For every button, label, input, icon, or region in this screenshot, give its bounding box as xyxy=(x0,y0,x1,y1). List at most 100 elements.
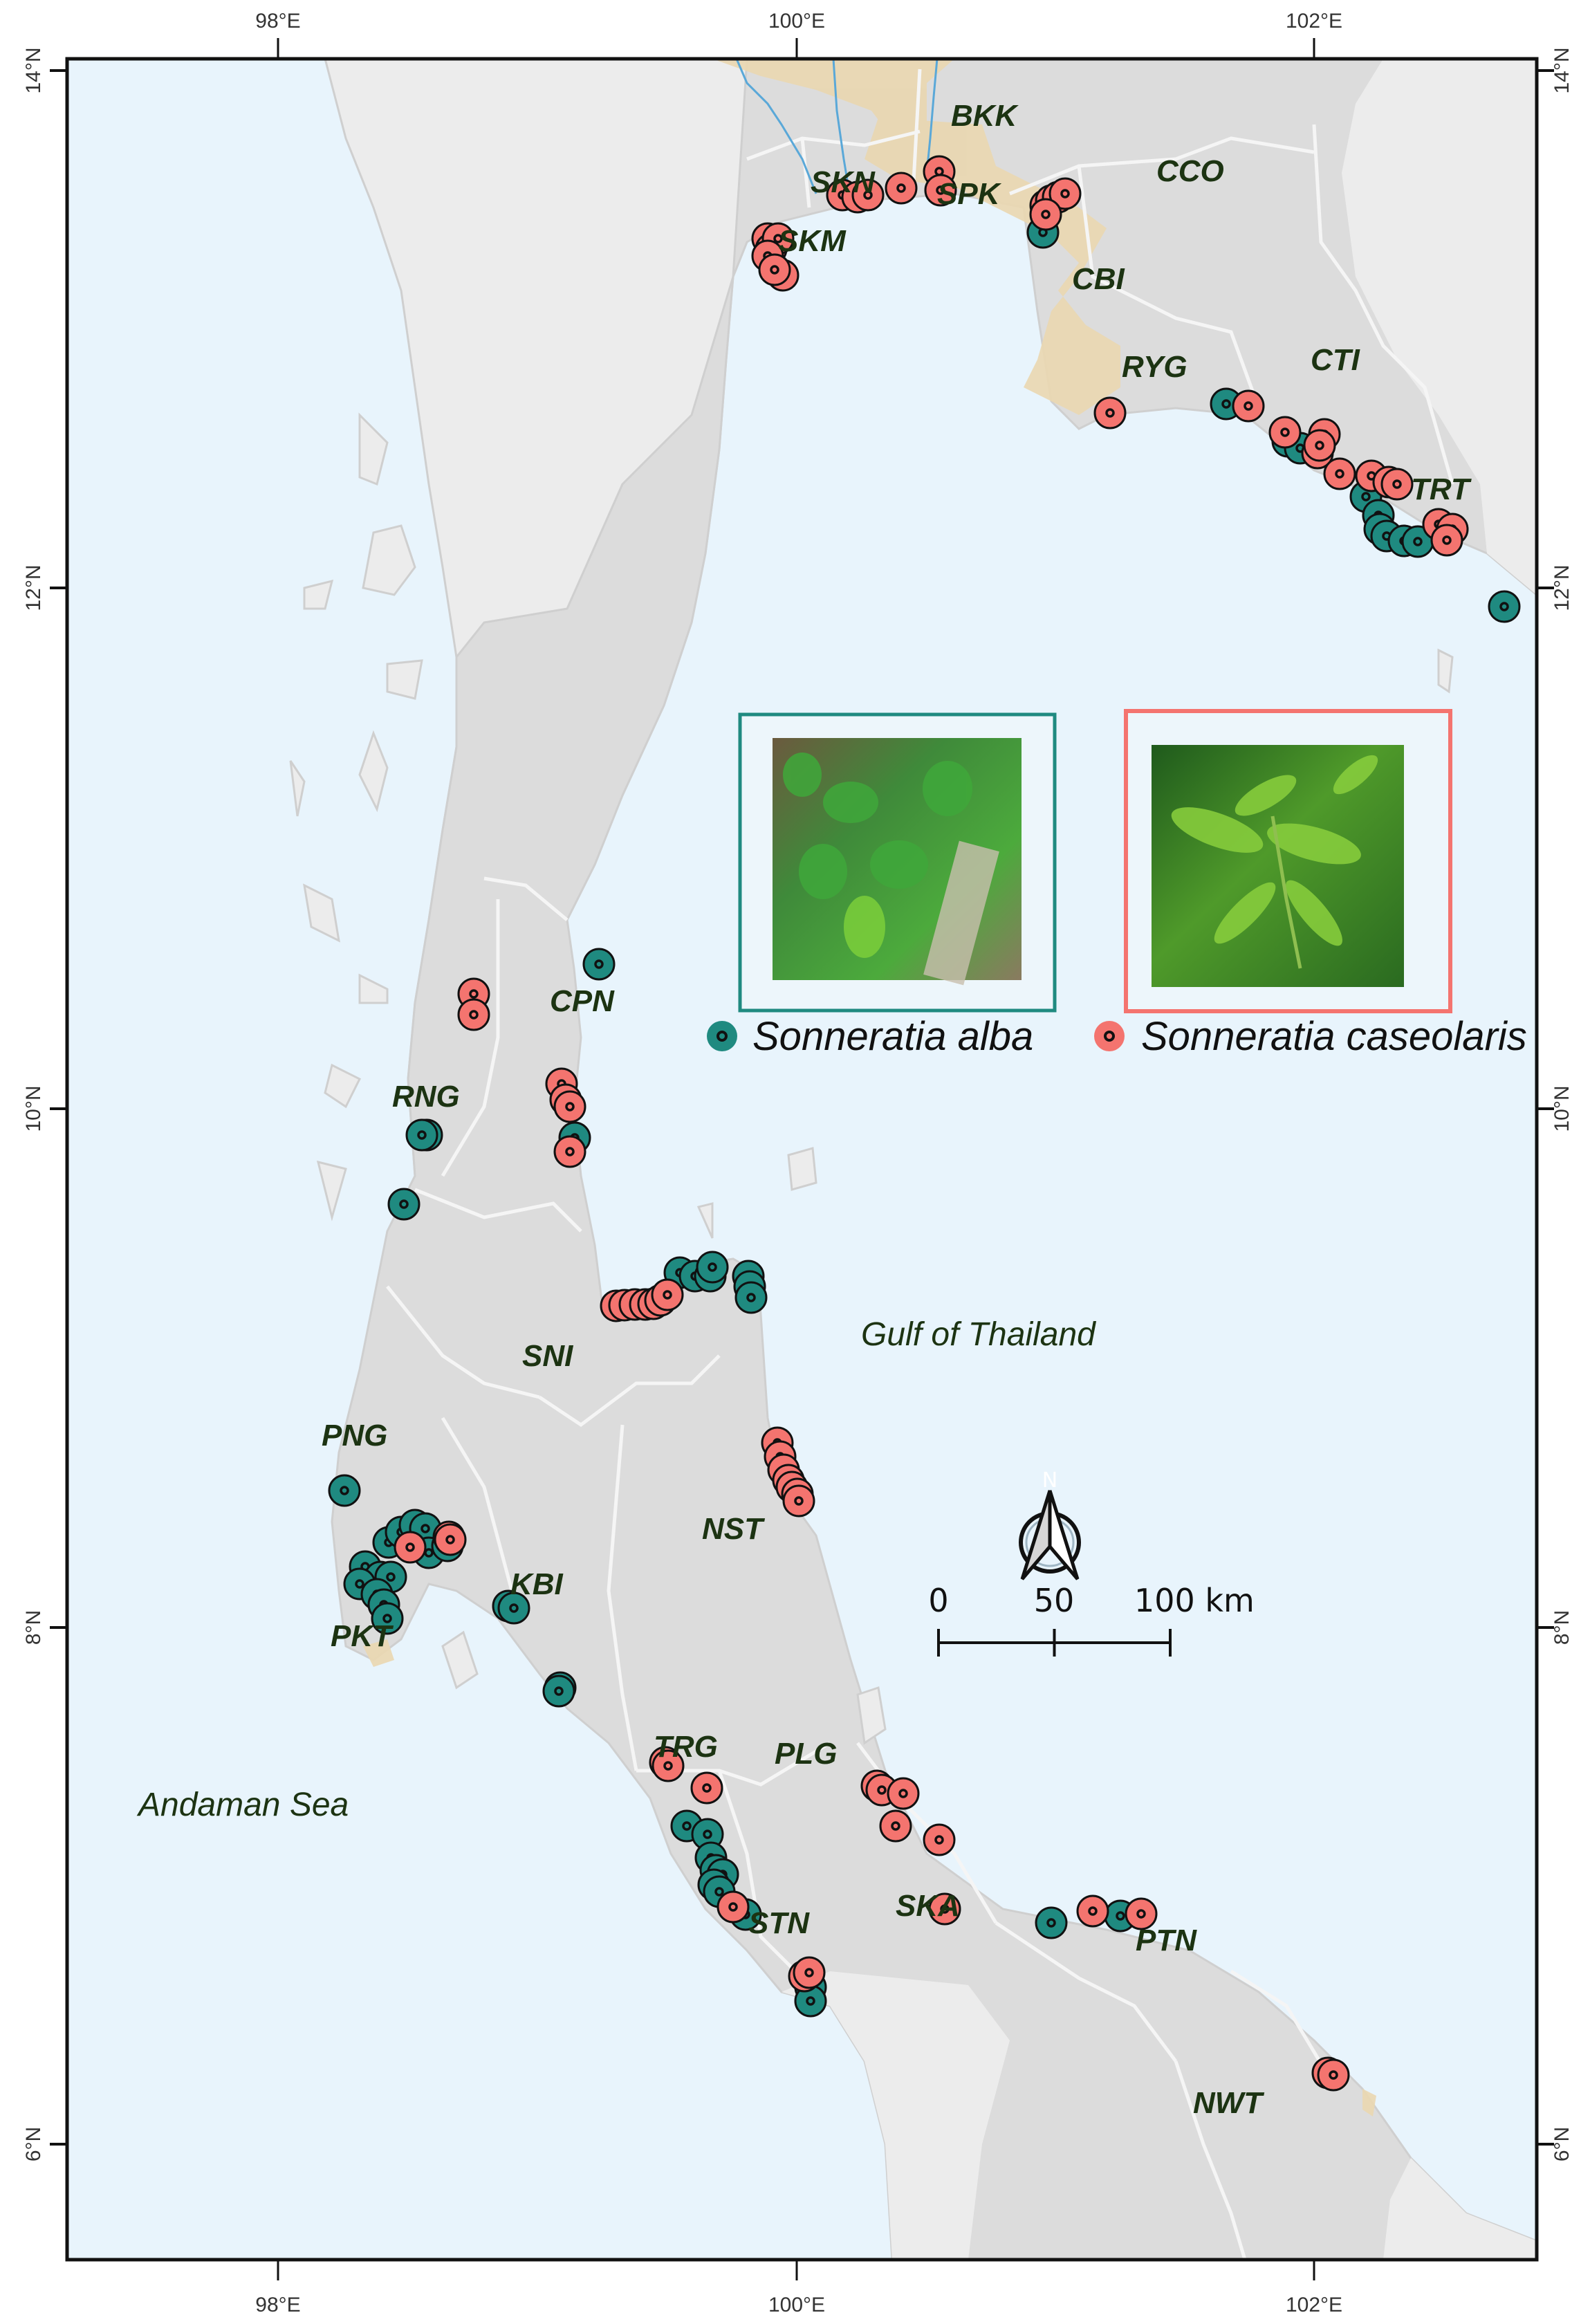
site-marker-caseolaris xyxy=(782,1484,815,1518)
andaman-islands xyxy=(289,412,1454,1745)
site-marker-alba xyxy=(1488,590,1521,623)
province-label-nwt: NWT xyxy=(1193,2086,1264,2120)
photo-inset-alba xyxy=(738,712,1057,1013)
x-tick-label: 102°E xyxy=(1286,2294,1342,2316)
y-tick-label: 10°N xyxy=(1551,1085,1573,1132)
site-marker-caseolaris xyxy=(457,998,490,1031)
site-marker-caseolaris xyxy=(651,1749,685,1782)
y-tick-label: 10°N xyxy=(22,1085,45,1132)
province-label-cco: CCO xyxy=(1156,154,1224,188)
site-marker-caseolaris xyxy=(887,1777,920,1810)
scale-bar: 0 50 100 km xyxy=(928,1582,1255,1657)
site-marker-alba xyxy=(497,1592,530,1625)
province-label-kbi: KBI xyxy=(510,1567,564,1601)
province-label-cti: CTI xyxy=(1311,343,1360,377)
land-cambodia xyxy=(1342,59,1537,595)
sea-label: Gulf of Thailand xyxy=(861,1316,1096,1353)
province-label-skn: SKN xyxy=(811,165,876,199)
alba-leaves-icon xyxy=(783,753,972,958)
site-marker-alba xyxy=(696,1251,729,1284)
site-marker-alba xyxy=(1035,1906,1068,1939)
y-tick-label: 6°N xyxy=(22,2127,45,2161)
province-label-nst: NST xyxy=(702,1512,765,1546)
site-marker-caseolaris xyxy=(1076,1894,1109,1928)
site-marker-alba xyxy=(328,1474,361,1507)
scale-label: 100 km xyxy=(1134,1582,1255,1619)
site-marker-caseolaris xyxy=(1430,524,1463,557)
site-marker-alba xyxy=(371,1602,404,1635)
site-marker-caseolaris xyxy=(1048,177,1082,210)
province-label-stn: STN xyxy=(748,1906,810,1940)
province-label-rng: RNG xyxy=(392,1080,460,1114)
legend-item: Sonneratia caseolaris xyxy=(1094,1014,1527,1059)
urban-areas xyxy=(363,59,1376,2116)
province-label-cpn: CPN xyxy=(550,984,615,1018)
site-marker-alba xyxy=(1401,525,1434,558)
site-marker-caseolaris xyxy=(1317,2058,1350,2092)
x-axis-top: 98°E 100°E 102°E xyxy=(255,10,1342,59)
site-markers xyxy=(328,155,1521,2092)
site-marker-alba xyxy=(734,1281,768,1314)
site-marker-caseolaris xyxy=(651,1278,684,1311)
province-label-png: PNG xyxy=(322,1419,387,1452)
land-malaysia xyxy=(782,1971,1010,2260)
site-marker-caseolaris xyxy=(1380,468,1414,501)
province-label-ryg: RYG xyxy=(1122,350,1187,384)
site-marker-caseolaris xyxy=(879,1809,912,1843)
x-axis-bottom: 98°E 100°E 102°E xyxy=(255,2260,1342,2316)
scale-label: 50 xyxy=(1034,1582,1075,1619)
legend-marker-icon xyxy=(707,1021,737,1051)
site-marker-alba xyxy=(582,948,616,981)
legend-label: Sonneratia caseolaris xyxy=(1141,1014,1527,1059)
y-axis-left: 14°N12°N10°N8°N6°N xyxy=(22,47,67,2161)
site-marker-caseolaris xyxy=(758,253,791,286)
legend-marker-icon xyxy=(1094,1021,1125,1051)
site-marker-caseolaris xyxy=(793,1956,826,1989)
site-marker-alba xyxy=(405,1118,438,1152)
province-label-bkk: BKK xyxy=(951,99,1019,133)
scale-label: 0 xyxy=(928,1582,948,1619)
y-tick-label: 8°N xyxy=(1551,1610,1573,1645)
site-marker-caseolaris xyxy=(1268,416,1302,449)
province-label-cbi: CBI xyxy=(1072,262,1125,296)
y-axis-right: 14°N 12°N 10°N 8°N 6°N xyxy=(1537,47,1573,2161)
x-tick-label: 98°E xyxy=(255,10,300,33)
rivers xyxy=(735,59,939,194)
province-label-trg: TRG xyxy=(654,1730,718,1764)
sea-label: Andaman Sea xyxy=(136,1787,349,1823)
site-marker-caseolaris xyxy=(553,1135,586,1168)
x-tick-label: 100°E xyxy=(768,10,825,33)
y-tick-label: 12°N xyxy=(22,564,45,611)
caseolaris-leaves-icon xyxy=(1171,755,1378,946)
site-marker-caseolaris xyxy=(434,1523,467,1556)
site-marker-caseolaris xyxy=(1232,389,1265,423)
north-label: N xyxy=(1042,1468,1057,1493)
x-tick-label: 98°E xyxy=(255,2294,300,2316)
site-marker-caseolaris xyxy=(1303,429,1336,462)
legend-label: Sonneratia alba xyxy=(752,1014,1033,1059)
x-tick-label: 102°E xyxy=(1286,10,1342,33)
site-marker-caseolaris xyxy=(923,1823,956,1856)
site-marker-caseolaris xyxy=(690,1771,723,1805)
site-marker-alba xyxy=(703,1875,736,1908)
site-marker-caseolaris xyxy=(1323,457,1356,490)
site-marker-caseolaris xyxy=(1029,198,1062,231)
site-marker-caseolaris xyxy=(851,178,885,212)
site-marker-caseolaris xyxy=(924,174,957,207)
y-tick-label: 14°N xyxy=(22,47,45,93)
province-label-plg: PLG xyxy=(775,1737,837,1771)
site-marker-alba xyxy=(542,1675,575,1708)
y-tick-label: 14°N xyxy=(1551,47,1573,93)
province-label-pkt: PKT xyxy=(331,1619,394,1653)
site-marker-caseolaris xyxy=(928,1892,961,1926)
north-arrow-icon: N xyxy=(1019,1468,1081,1580)
y-tick-label: 6°N xyxy=(1551,2127,1573,2161)
site-marker-caseolaris xyxy=(717,1890,750,1924)
y-tick-label: 12°N xyxy=(1551,564,1573,611)
x-tick-label: 100°E xyxy=(768,2294,825,2316)
site-marker-caseolaris xyxy=(1093,396,1127,430)
